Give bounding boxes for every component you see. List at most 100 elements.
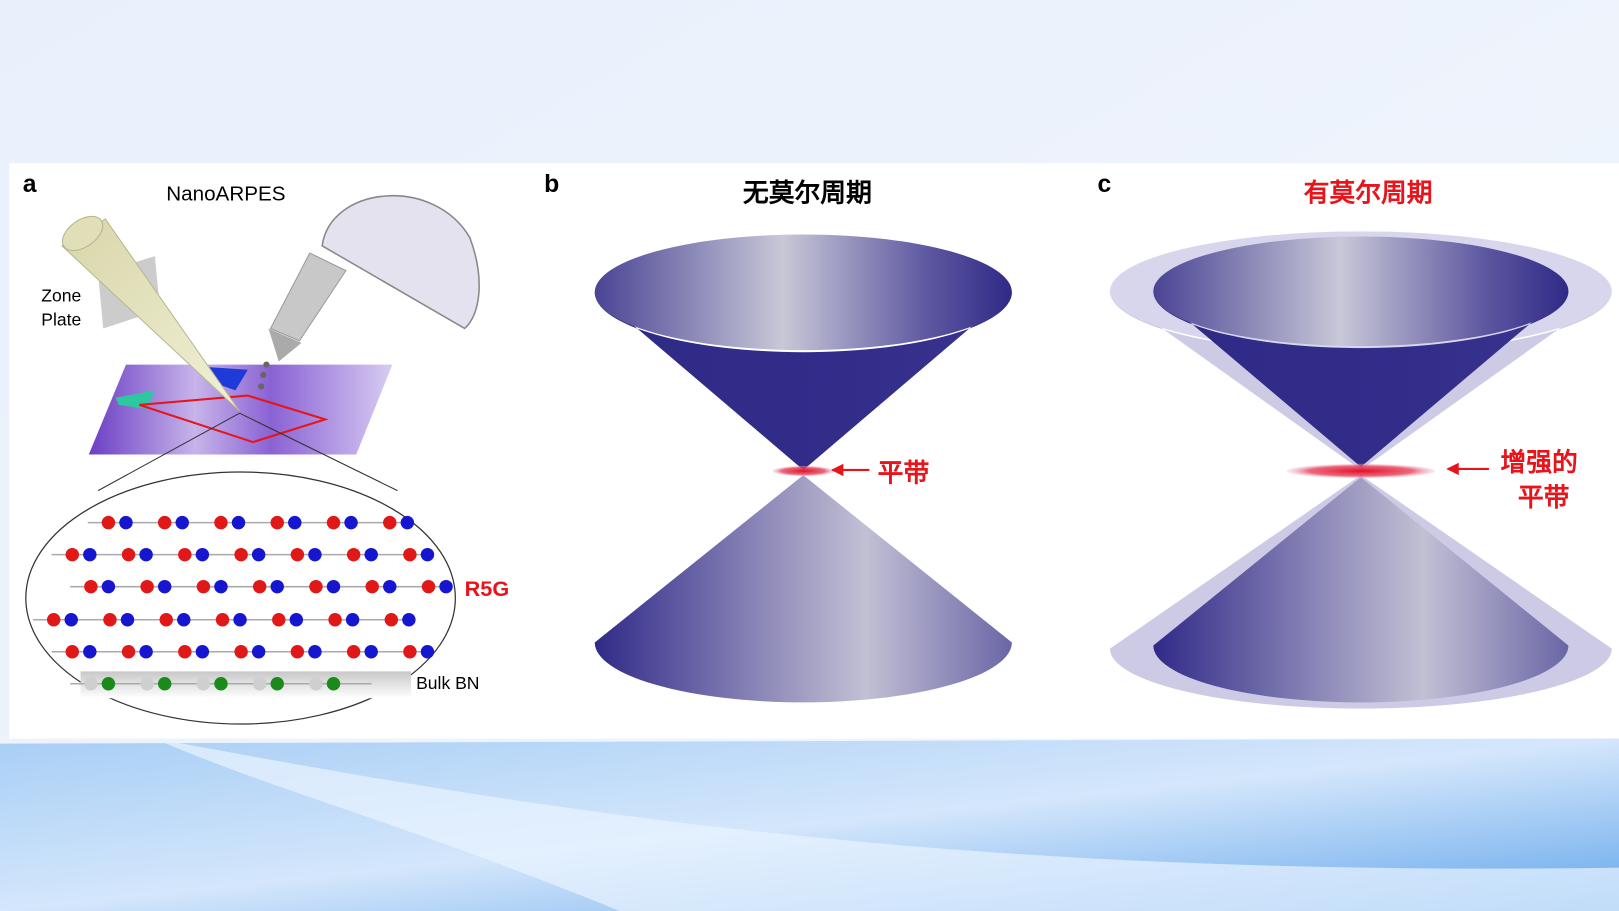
carbon-atom xyxy=(84,579,98,594)
upper-cone xyxy=(594,292,1012,470)
carbon-atom xyxy=(364,547,378,562)
carbon-atom xyxy=(439,579,453,594)
carbon-atom xyxy=(121,645,136,659)
carbon-atom xyxy=(289,613,304,627)
carbon-atom xyxy=(328,613,342,627)
analyzer-column xyxy=(269,252,347,342)
carbon-atom xyxy=(346,645,361,659)
carbon-atom xyxy=(214,515,228,530)
photoelectron xyxy=(260,371,267,379)
r5g-label: R5G xyxy=(465,576,510,601)
decorative-wave-highlight xyxy=(154,738,1619,911)
carbon-atom xyxy=(403,547,417,562)
bulk-bn-layer xyxy=(80,671,411,699)
carbon-atom xyxy=(270,579,284,594)
carbon-atom xyxy=(345,613,360,627)
panel-a: a NanoARPES Zone Plate R5G Bulk BN xyxy=(23,171,510,725)
carbon-atom xyxy=(384,613,399,627)
carbon-atom xyxy=(101,579,116,594)
panel-b-title: 无莫尔周期 xyxy=(743,177,872,208)
bn-atom xyxy=(252,677,267,691)
carbon-atom xyxy=(103,613,117,627)
carbon-atom xyxy=(215,613,230,627)
carbon-atom xyxy=(272,613,286,627)
carbon-atom xyxy=(83,645,97,659)
carbon-atom xyxy=(346,547,361,562)
flat-band xyxy=(772,465,835,477)
carbon-atom xyxy=(234,645,248,659)
carbon-atom xyxy=(157,579,172,594)
zoom-line xyxy=(97,412,240,492)
upper-cone-opening xyxy=(594,234,1012,351)
carbon-atom xyxy=(178,645,192,659)
photoelectron xyxy=(258,383,265,390)
carbon-atom xyxy=(119,515,133,530)
lattice xyxy=(33,515,453,691)
carbon-atom xyxy=(120,613,135,627)
carbon-atom xyxy=(139,547,153,562)
carbon-atom xyxy=(383,579,397,594)
enhanced-flat-band xyxy=(1286,463,1436,479)
carbon-atom xyxy=(364,645,378,659)
zone-plate-label: Zone Plate xyxy=(41,286,86,330)
carbon-atom xyxy=(383,515,397,530)
carbon-atom xyxy=(139,645,153,659)
carbon-atom xyxy=(195,547,210,562)
carbon-atom xyxy=(159,613,173,627)
panel-c-title: 有莫尔周期 xyxy=(1304,177,1433,208)
panel-c: c 有莫尔周期 增强的 平带 xyxy=(1098,171,1612,709)
lower-cone xyxy=(594,475,1012,703)
dirac-cone-plain xyxy=(594,234,1012,703)
lattice-zoom-ellipse xyxy=(25,471,456,725)
bn-atom xyxy=(84,677,98,691)
panel-c-letter: c xyxy=(1098,171,1112,198)
upper-cone xyxy=(1153,291,1569,467)
carbon-atom xyxy=(177,613,191,627)
carbon-atom xyxy=(421,579,436,594)
carbon-atom xyxy=(326,515,341,530)
carbon-atom xyxy=(178,547,192,562)
carbon-atom xyxy=(420,645,435,659)
sample-map xyxy=(88,364,393,455)
carbon-atom xyxy=(309,579,323,594)
enhanced-flat-band-label: 增强的 平带 xyxy=(1500,447,1586,513)
carbon-atom xyxy=(270,515,284,530)
photoelectron xyxy=(263,361,270,368)
carbon-atom xyxy=(288,515,302,530)
carbon-atom xyxy=(251,547,266,562)
carbon-atom xyxy=(402,613,416,627)
carbon-atom xyxy=(365,579,379,594)
carbon-atom xyxy=(234,547,248,562)
carbon-atom xyxy=(251,645,266,659)
bn-atom xyxy=(309,677,323,691)
carbon-atom xyxy=(65,547,79,562)
lower-cone xyxy=(1153,477,1569,703)
carbon-atom xyxy=(157,515,172,530)
carbon-atom xyxy=(290,547,305,562)
nanoarpes-title: NanoARPES xyxy=(166,182,285,205)
carbon-atom xyxy=(65,645,79,659)
carbon-atom xyxy=(196,579,211,594)
panel-a-letter: a xyxy=(23,171,37,198)
carbon-atom xyxy=(326,579,341,594)
bulk-bn-label: Bulk BN xyxy=(416,673,479,693)
carbon-atom xyxy=(252,579,267,594)
upper-cone-opening xyxy=(1153,236,1569,347)
carbon-atom xyxy=(290,645,305,659)
carbon-atom xyxy=(195,645,210,659)
carbon-atom xyxy=(233,613,247,627)
panel-b: b 无莫尔周期 平带 xyxy=(544,171,1012,703)
carbon-atom xyxy=(121,547,136,562)
bn-atom xyxy=(157,677,172,691)
bn-atom xyxy=(101,677,116,691)
zone-plate-lens-icon xyxy=(61,215,104,252)
carbon-atom xyxy=(231,515,246,530)
zoom-line xyxy=(239,412,398,492)
carbon-atom xyxy=(175,515,189,530)
carbon-atom xyxy=(140,579,154,594)
carbon-atom xyxy=(101,515,116,530)
carbon-atom xyxy=(64,613,78,627)
carbon-atom xyxy=(400,515,415,530)
carbon-atom xyxy=(214,579,228,594)
